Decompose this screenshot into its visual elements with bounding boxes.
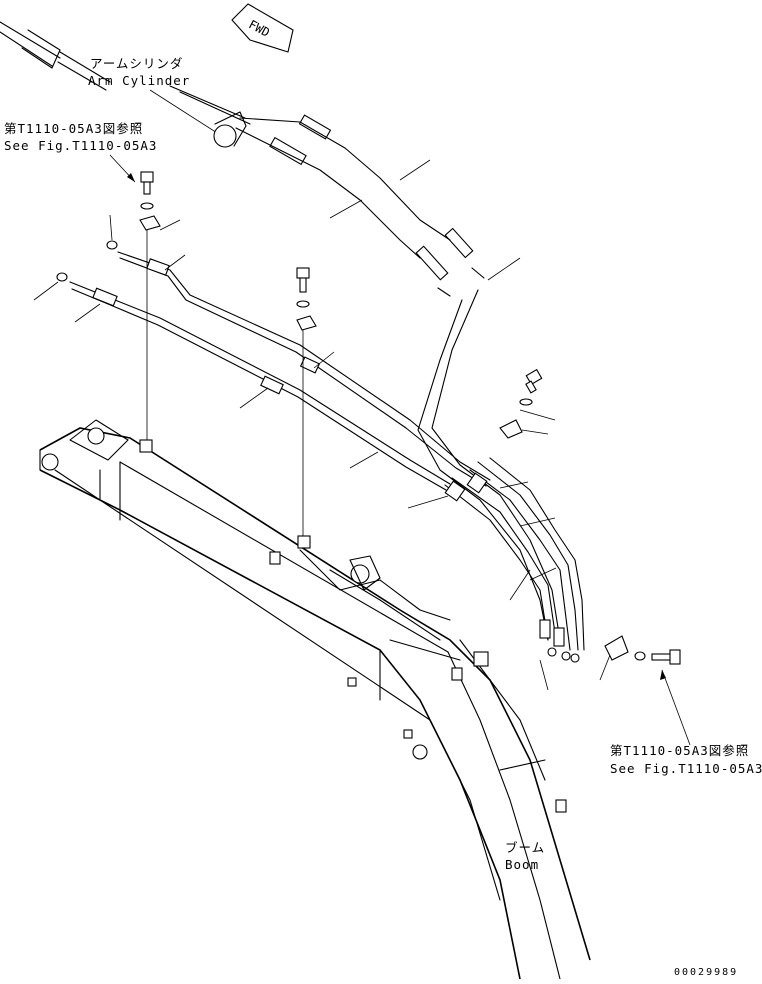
tube-upper bbox=[117, 251, 491, 487]
boom-jp-label: ブーム bbox=[505, 840, 545, 855]
hose-leader-2 bbox=[329, 199, 363, 219]
clamp-leader-8 bbox=[539, 659, 549, 691]
ref-bottom-arrowhead bbox=[660, 670, 666, 680]
arm-cylinder-jp-label: アームシリンダ bbox=[90, 56, 183, 71]
ref-bottom-jp-label: 第T1110-05A3図参照 bbox=[610, 743, 749, 758]
ref-bottom-en-label: See Fig.T1110-05A3 bbox=[610, 761, 762, 776]
bolt-top-left bbox=[139, 171, 161, 231]
tube-lower bbox=[69, 281, 451, 491]
ref-top-en-label: See Fig.T1110-05A3 bbox=[4, 138, 157, 153]
boom-structure bbox=[39, 419, 591, 980]
clamp-leader-7 bbox=[519, 409, 556, 421]
fwd-label: FWD bbox=[246, 17, 272, 40]
ref-bottom-leader bbox=[661, 669, 691, 746]
tube-leader-5 bbox=[313, 351, 335, 369]
cylinder-port bbox=[169, 85, 251, 148]
clamp-leader-4 bbox=[529, 567, 557, 581]
clamp-leader-1 bbox=[407, 495, 449, 509]
doc-number: 00029989 bbox=[674, 967, 738, 978]
tube-leader-1 bbox=[159, 219, 181, 231]
tube-leader-4 bbox=[239, 387, 269, 409]
tube-leader-3 bbox=[74, 303, 101, 323]
ref-top-jp-label: 第T1110-05A3図参照 bbox=[4, 121, 143, 136]
hose-leader-1 bbox=[399, 159, 431, 181]
arm-cylinder-en-label: Arm Cylinder bbox=[88, 73, 190, 88]
clamp-leader-3 bbox=[519, 517, 556, 527]
clamp-leader-2 bbox=[499, 481, 529, 489]
o-ring-leader-2 bbox=[33, 281, 59, 301]
clamp-leader-5 bbox=[509, 569, 531, 601]
hose-fittings-upper bbox=[269, 114, 485, 297]
hose-leader-3 bbox=[487, 257, 521, 281]
boom-en-label: Boom bbox=[505, 857, 539, 872]
arm-cylinder-leader bbox=[149, 89, 226, 139]
clamp-leader-6 bbox=[521, 429, 549, 435]
arm-cylinder bbox=[0, 21, 111, 91]
clamp-leader-9 bbox=[599, 654, 611, 681]
hose-upper-b bbox=[235, 127, 421, 259]
hose-bundle-right bbox=[417, 289, 585, 651]
bolt-right-lower bbox=[604, 635, 681, 665]
o-ring-2 bbox=[56, 272, 68, 282]
hose-clamps-right bbox=[444, 472, 580, 663]
tube-leader-6 bbox=[349, 451, 379, 469]
ref-top-arrowhead bbox=[127, 173, 135, 182]
bolt-right-upper bbox=[499, 368, 543, 439]
o-ring-1 bbox=[106, 240, 118, 250]
fwd-arrow: FWD bbox=[231, 3, 294, 53]
bolt-top-center bbox=[296, 267, 317, 331]
tube-leader-2 bbox=[164, 254, 186, 271]
hose-upper-a bbox=[239, 117, 451, 241]
o-ring-leader-1 bbox=[109, 214, 113, 241]
